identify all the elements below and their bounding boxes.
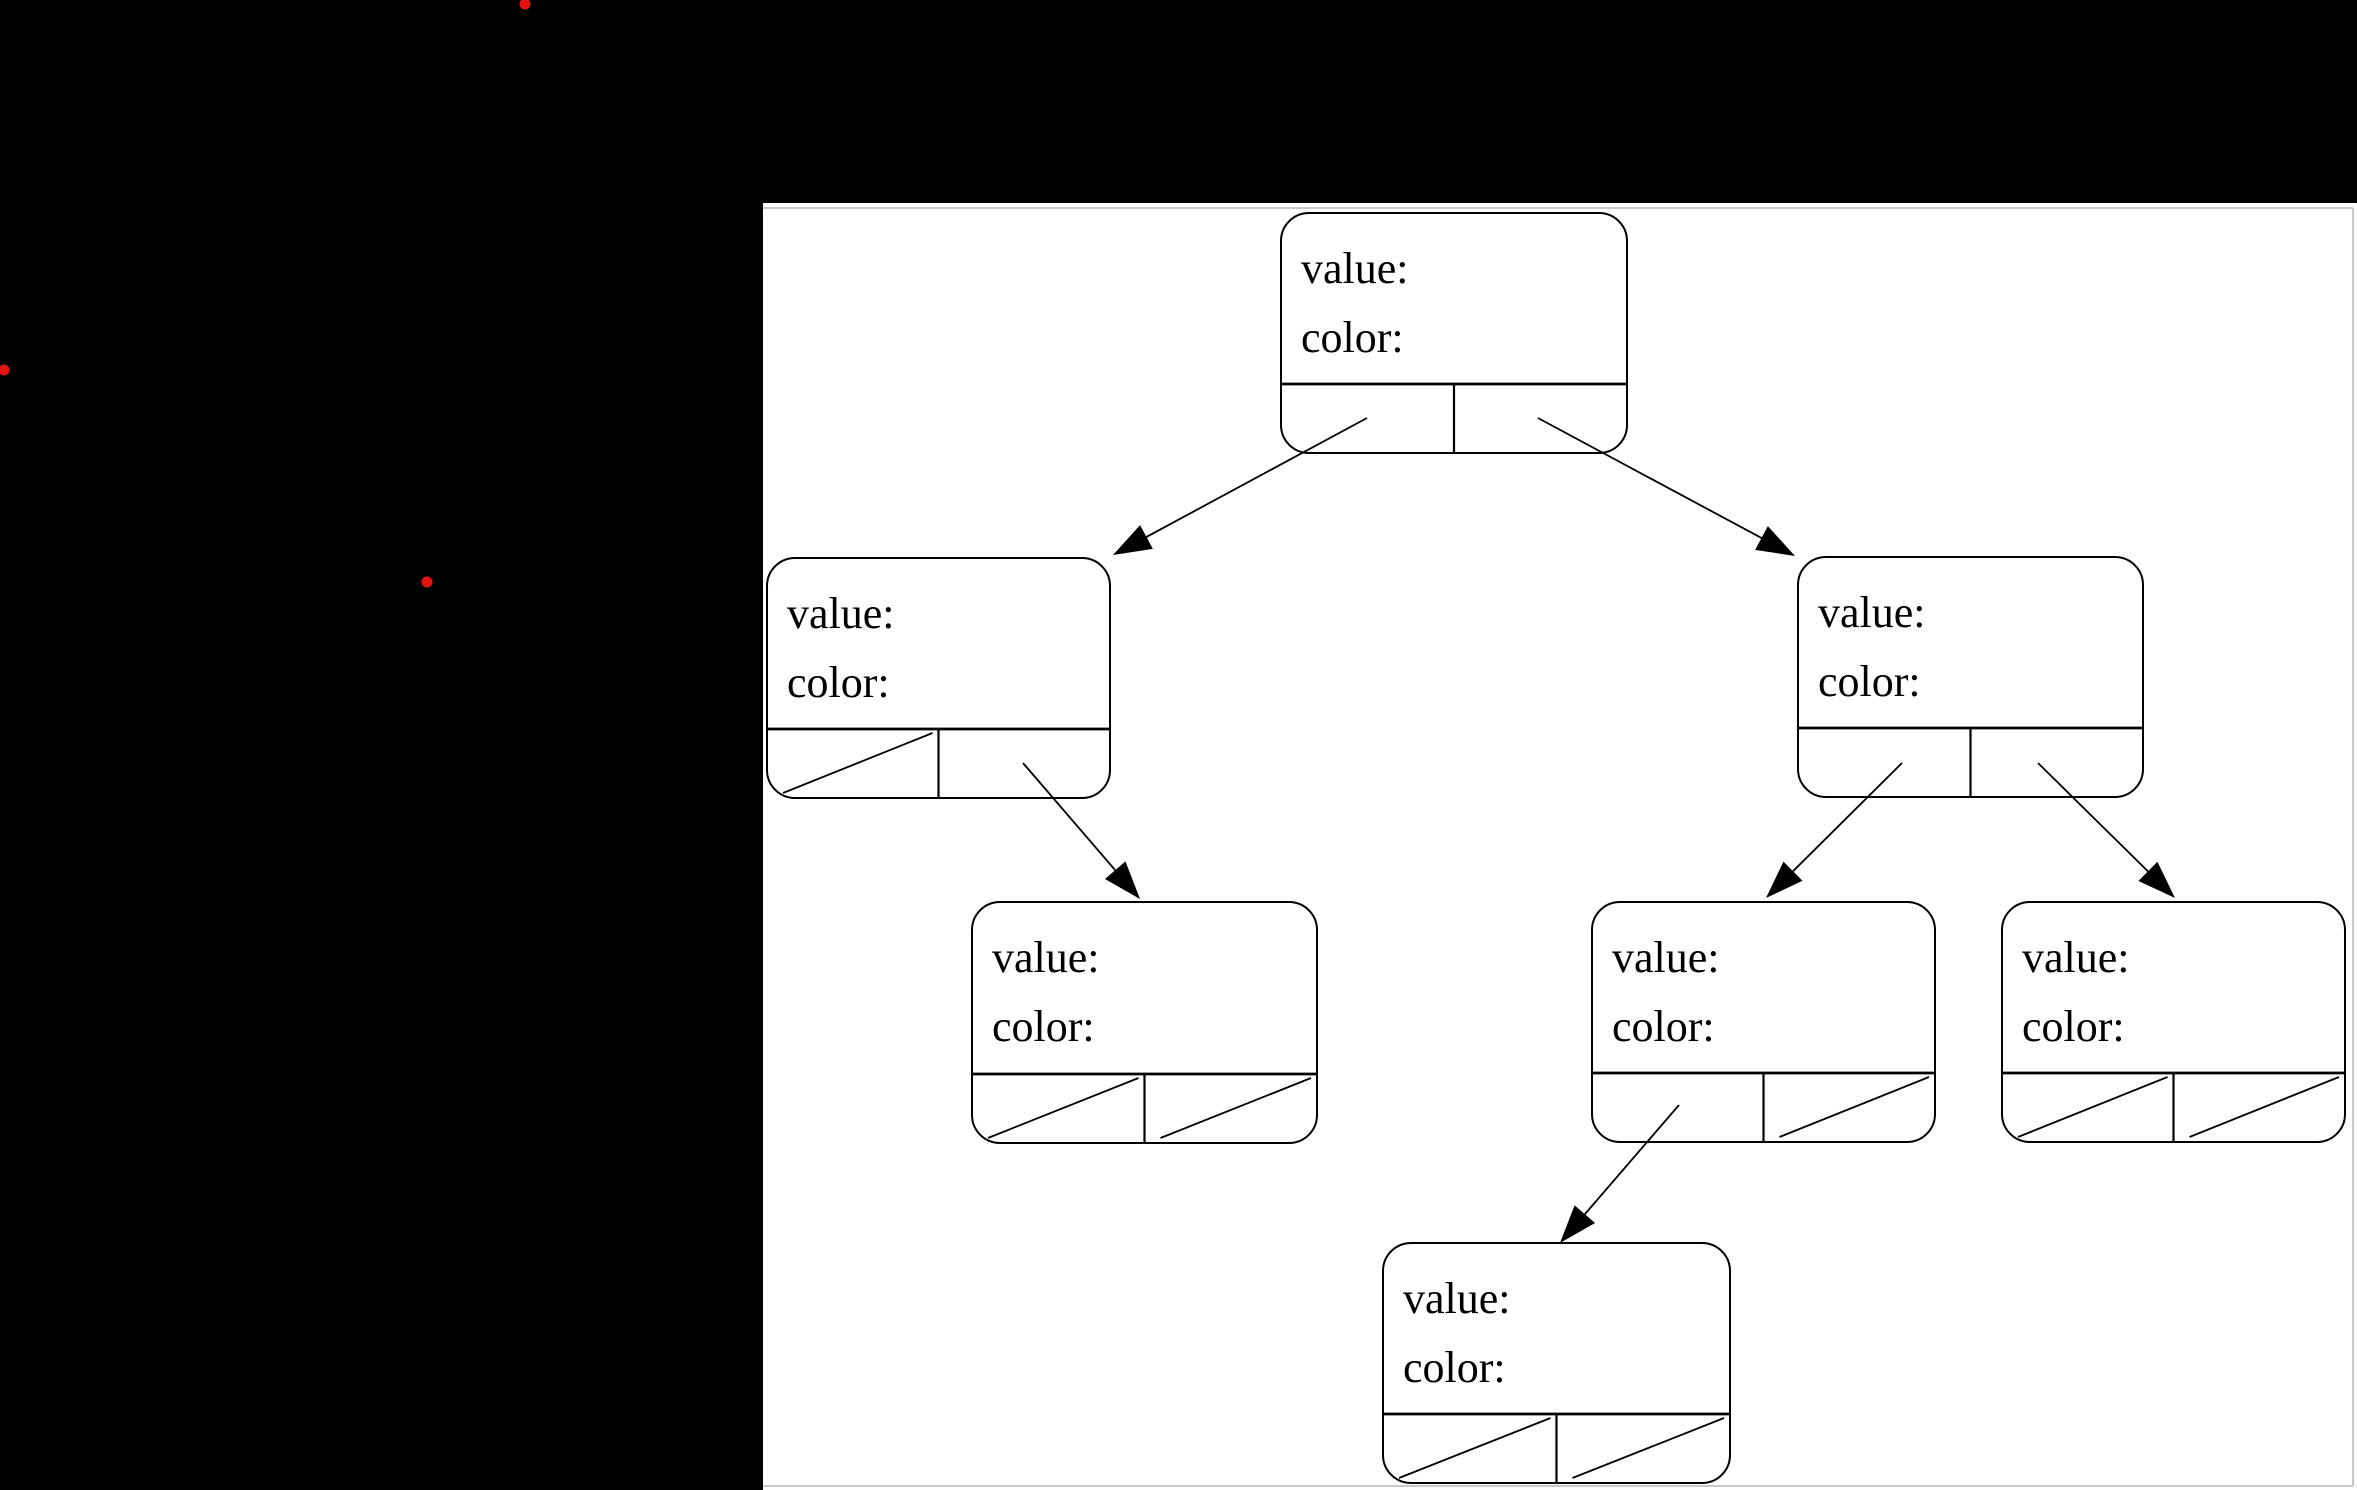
arrow-shaft [1022, 762, 1126, 883]
color-label: color: [992, 1002, 1095, 1051]
red-dot [421, 576, 433, 588]
arrow-shaft [1781, 762, 1903, 883]
color-label: color: [2022, 1002, 2125, 1051]
null-pointer-slash [782, 732, 933, 794]
pointer-arrow-middle-grandchild [1766, 762, 1903, 898]
pointer-arrow-bottom-node [1560, 1104, 1680, 1243]
pointer-arrow-left-child [1113, 417, 1368, 555]
color-label: color: [787, 658, 890, 707]
pointer-arrow-right-grandchild [2037, 762, 2175, 898]
arrow-head [1104, 861, 1140, 899]
page-border [763, 207, 2354, 1487]
value-label: value: [1301, 244, 1409, 293]
pointer-arrow-right-child [1537, 417, 1795, 556]
color-label: color: [1301, 313, 1404, 362]
null-pointer-slash [1398, 1417, 1551, 1479]
value-label: value: [1818, 588, 1926, 637]
arrow-shaft [2037, 762, 2160, 883]
null-pointer-slash [1160, 1077, 1312, 1139]
tree-node-left-grandchild: value: color: [971, 901, 1318, 1144]
arrow-head [1560, 1205, 1596, 1243]
arrow-shaft [1132, 417, 1368, 545]
arrow-shaft [1537, 417, 1776, 547]
color-label: color: [1612, 1002, 1715, 1051]
arrow-head [1755, 526, 1795, 556]
null-pointer-slash [1572, 1417, 1725, 1479]
tree-node-left-child: value: color: [766, 557, 1111, 799]
red-dot [519, 0, 531, 10]
value-label: value: [1612, 933, 1720, 982]
tree-node-bottom-node: value: color: [1382, 1242, 1731, 1484]
null-pointer-slash [2189, 1076, 2340, 1138]
arrow-shaft [1574, 1104, 1680, 1227]
value-label: value: [992, 933, 1100, 982]
red-dot [0, 364, 10, 376]
value-label: value: [2022, 933, 2130, 982]
tree-node-right-grandchild: value: color: [2001, 901, 2346, 1143]
color-label: color: [1403, 1343, 1506, 1392]
tree-node-root: value: color: [1280, 212, 1628, 454]
pointer-arrow-left-grandchild [1022, 762, 1140, 899]
arrow-head [2138, 861, 2175, 898]
null-pointer-slash [1779, 1076, 1930, 1138]
tree-node-middle-grandchild: value: color: [1591, 901, 1936, 1143]
value-label: value: [1403, 1274, 1511, 1323]
arrow-head [1113, 525, 1153, 555]
tree-node-right-child: value: color: [1797, 556, 2144, 798]
null-pointer-slash [2017, 1076, 2168, 1138]
value-label: value: [787, 589, 895, 638]
color-label: color: [1818, 657, 1921, 706]
null-pointer-slash [987, 1077, 1139, 1139]
arrow-head [1766, 861, 1803, 898]
